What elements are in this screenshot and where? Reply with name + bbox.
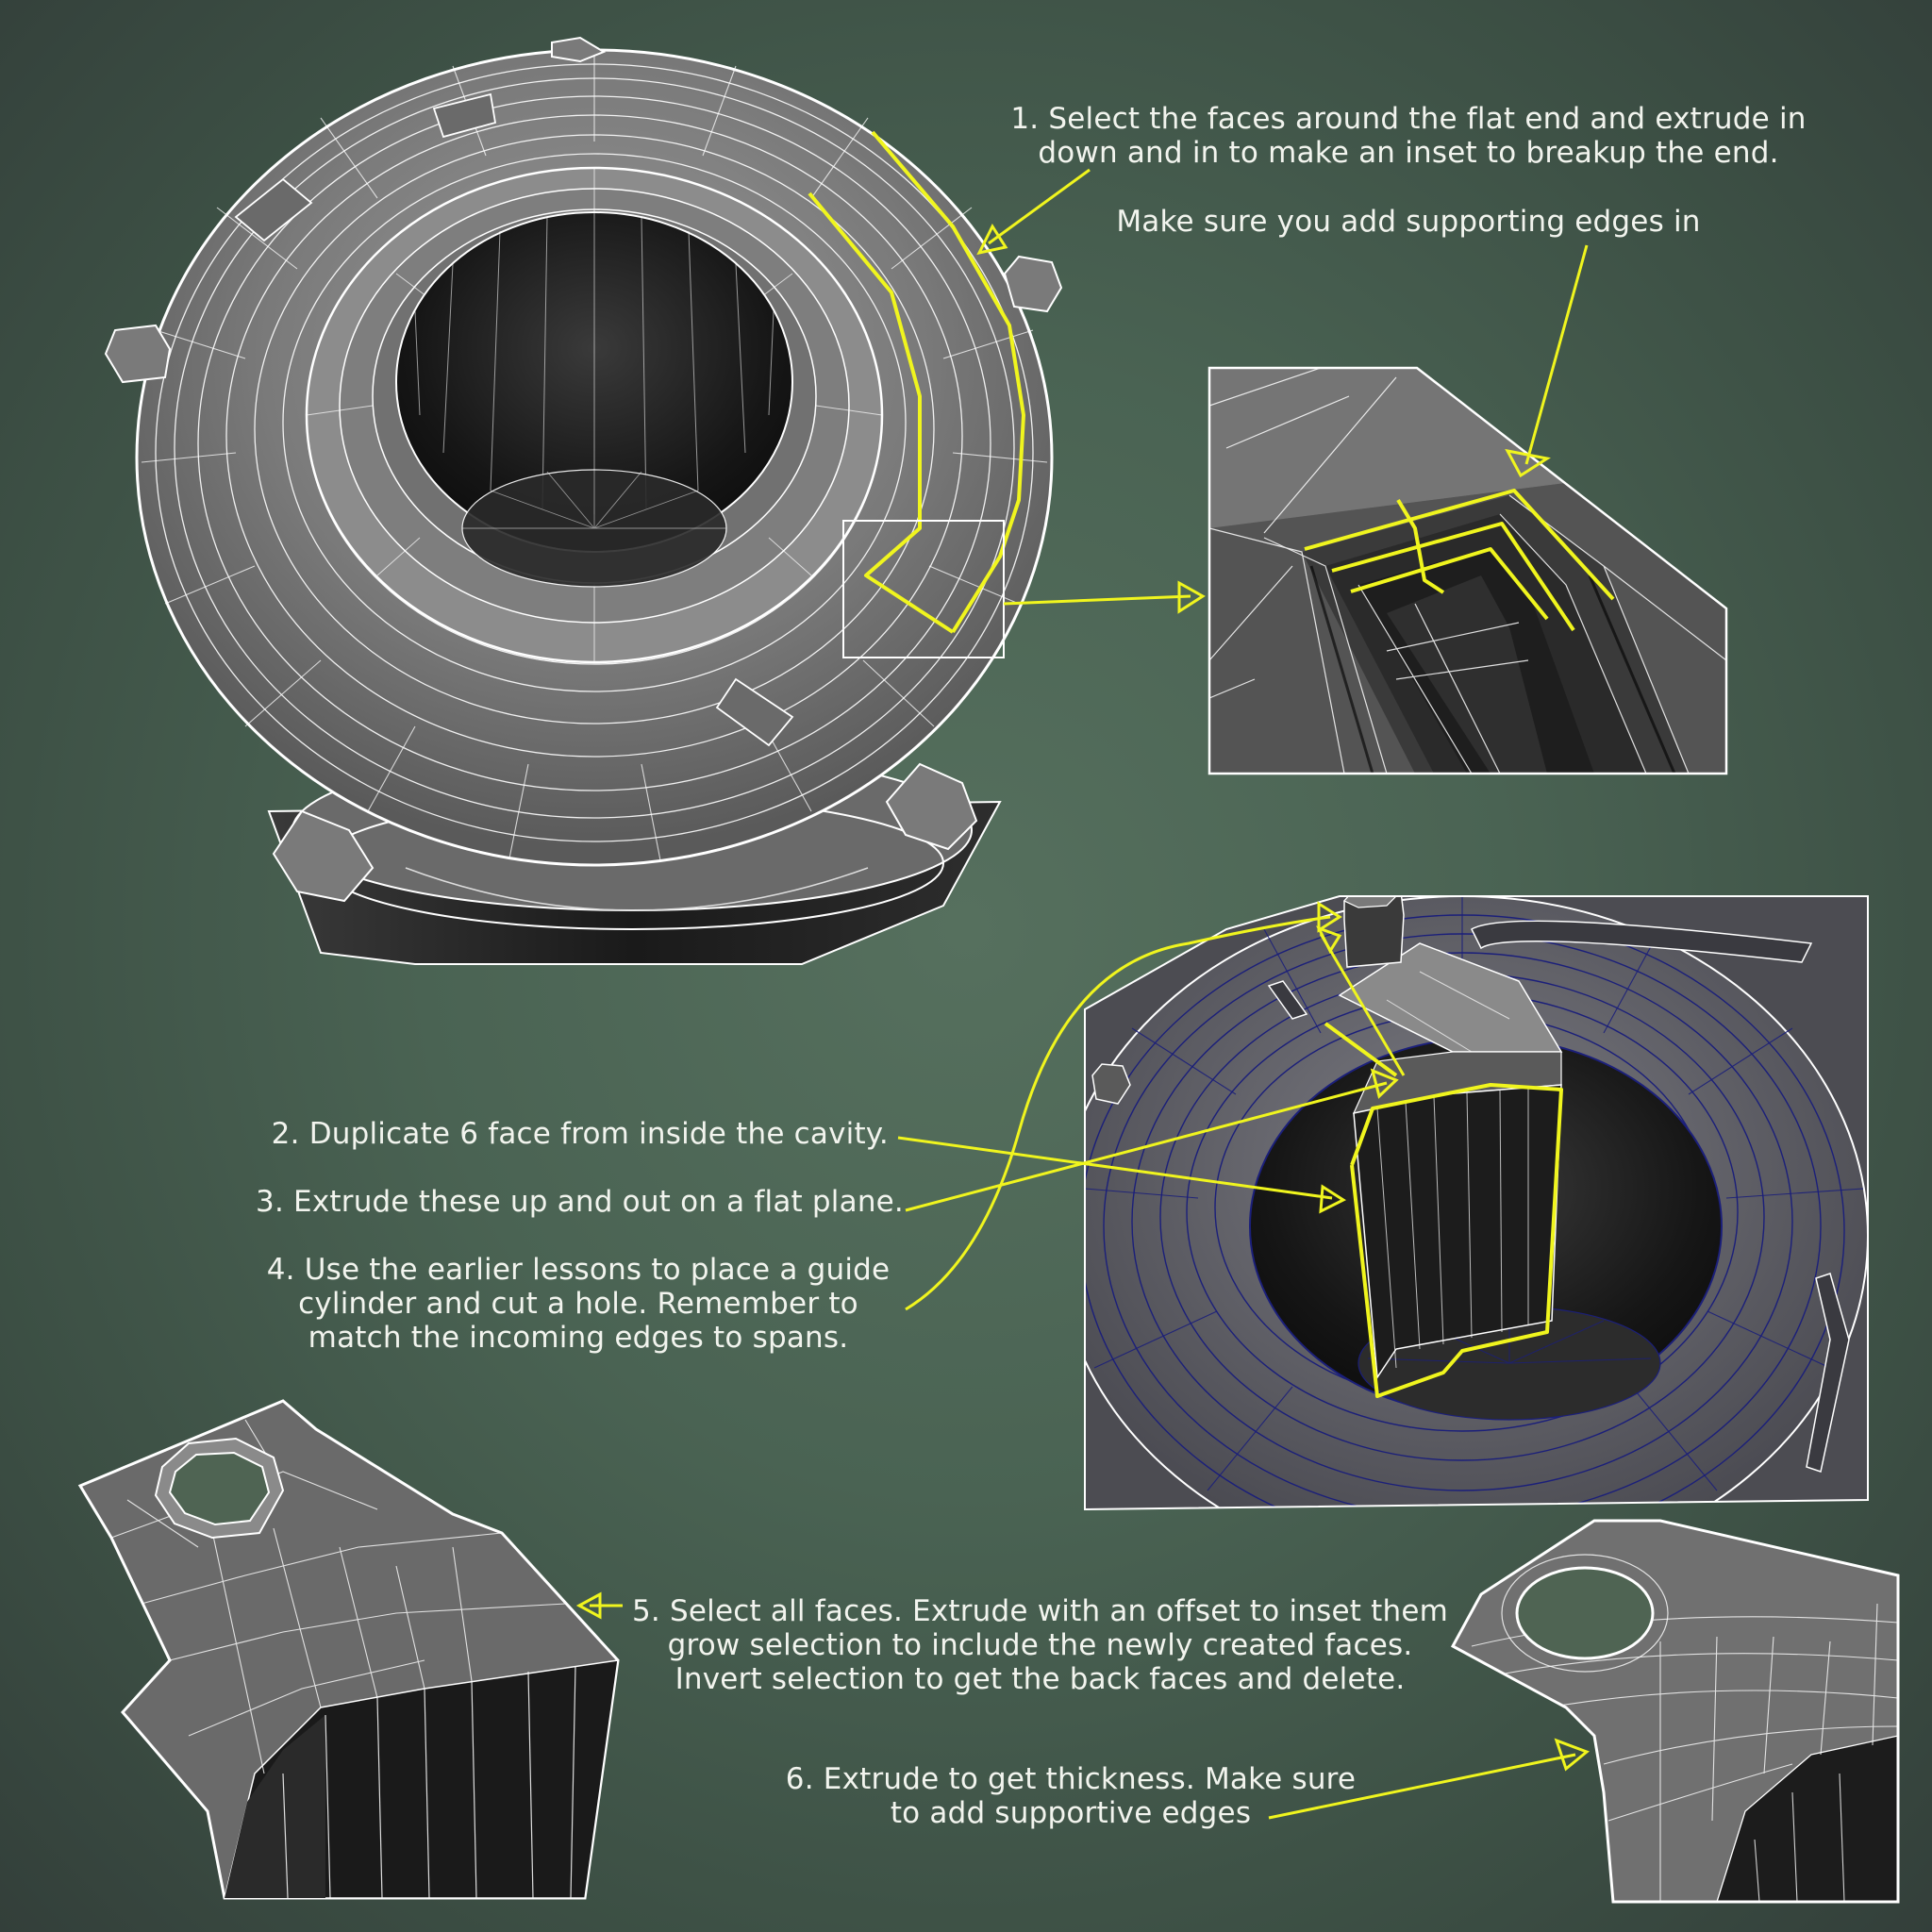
step5-instruction: 5. Select all faces. Extrude with an off… [623, 1594, 1457, 1696]
zoom-selection-box [842, 520, 1005, 658]
step6-instruction: 6. Extrude to get thickness. Make sure t… [764, 1762, 1377, 1830]
step4-line3: match the incoming edges to spans. [308, 1321, 849, 1355]
step4-line2: cylinder and cut a hole. Remember to [298, 1287, 858, 1321]
step6-line1: 6. Extrude to get thickness. Make sure [785, 1762, 1357, 1796]
step3-instruction: 3. Extrude these up and out on a flat pl… [256, 1185, 904, 1219]
highlight-duplicated-faces [1324, 1022, 1563, 1398]
step5-line3: Invert selection to get the back faces a… [675, 1662, 1406, 1696]
step2-instruction: 2. Duplicate 6 face from inside the cavi… [271, 1117, 889, 1151]
highlight-rim-edge-loop [808, 130, 1025, 634]
extruded-plane-piece [77, 1399, 620, 1900]
leader-arrows [575, 168, 1590, 1820]
step4-line1: 4. Use the earlier lessons to place a gu… [266, 1253, 891, 1287]
step4-instruction: 4. Use the earlier lessons to place a gu… [243, 1253, 913, 1355]
step1-line1: 1. Select the faces around the flat end … [1010, 102, 1807, 136]
step1-line2: down and in to make an inset to breakup … [1038, 136, 1779, 170]
barrel-blue-wire-view [1084, 895, 1869, 1511]
barrel-top-view [104, 36, 1063, 965]
highlight-inset-edges [1304, 489, 1615, 632]
step1-supporting-note: Make sure you add supporting edges in [1116, 205, 1701, 239]
step1-instruction: 1. Select the faces around the flat end … [1008, 102, 1809, 170]
inset-closeup-panel [1208, 366, 1728, 775]
step5-line1: 5. Select all faces. Extrude with an off… [631, 1594, 1449, 1628]
thickened-piece-with-hole [1450, 1519, 1900, 1904]
step6-line2: to add supportive edges [890, 1796, 1252, 1830]
step5-line2: grow selection to include the newly crea… [667, 1628, 1413, 1662]
